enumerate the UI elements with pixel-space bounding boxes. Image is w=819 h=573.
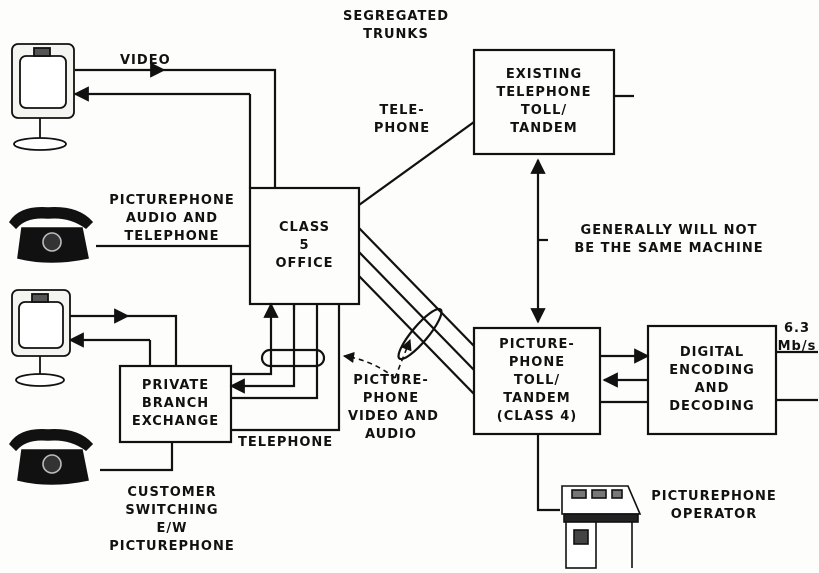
- class5-office-label: CLASS 5 OFFICE: [250, 188, 359, 304]
- segregated-trunks-label: SEGREGATED TRUNKS: [336, 8, 456, 44]
- picturephone-set-icon: [12, 290, 70, 386]
- audio-telephone-label: PICTUREPHONE AUDIO AND TELEPHONE: [106, 192, 238, 246]
- pbx-label: PRIVATE BRANCH EXCHANGE: [120, 366, 231, 442]
- pbx-telephone-label: TELEPHONE: [238, 434, 333, 452]
- operator-console-icon: [562, 486, 640, 568]
- operator-label: PICTUREPHONE OPERATOR: [644, 488, 784, 524]
- telephone-icon: [10, 208, 92, 262]
- not-same-machine-label: GENERALLY WILL NOT BE THE SAME MACHINE: [564, 222, 774, 258]
- telephone-trunk-label: TELE- PHONE: [364, 102, 440, 138]
- picturephone-set-icon: [12, 44, 74, 150]
- operator-line: [538, 434, 560, 510]
- telephone-icon: [10, 430, 92, 484]
- customer-switching-label: CUSTOMER SWITCHING E/W PICTUREPHONE: [108, 484, 236, 556]
- existing-toll-label: EXISTING TELEPHONE TOLL/ TANDEM: [474, 50, 614, 154]
- video-label: VIDEO: [120, 52, 171, 70]
- picturephone-toll-label: PICTURE- PHONE TOLL/ TANDEM (CLASS 4): [474, 328, 600, 434]
- rate-label: 6.3 Mb/s: [776, 320, 818, 356]
- picturephone-trunk-2: [359, 252, 474, 370]
- video-audio-label: PICTURE- PHONE VIDEO AND AUDIO: [348, 372, 434, 444]
- picturephone-trunk-1: [359, 228, 474, 346]
- digital-encoding-label: DIGITAL ENCODING AND DECODING: [648, 326, 776, 434]
